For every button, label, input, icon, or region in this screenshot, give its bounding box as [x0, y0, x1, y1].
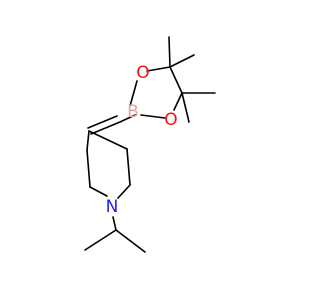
- bond-n-ch: [112, 216, 117, 231]
- bond-ring-n-left: [89, 186, 108, 197]
- bond-b-o-top: [129, 80, 138, 107]
- bond-ring-left-lower: [86, 149, 91, 188]
- bond-ch-methyl-left: [84, 229, 117, 251]
- bond-o-top-c1: [146, 66, 171, 72]
- bond-c1-c2: [169, 66, 183, 94]
- bond-b-o-bottom: [140, 114, 166, 119]
- bond-ch-methyl-right: [115, 229, 146, 253]
- bond-ring-left-c4: [86, 130, 90, 151]
- bond-c1-methyl-right: [169, 54, 195, 68]
- atom-nitrogen: N: [106, 197, 119, 217]
- bond-c1-methyl-up: [168, 36, 171, 68]
- molecule-diagram: B O O N: [84, 36, 216, 253]
- bond-vinyl-ch-b: [119, 114, 136, 123]
- molecule-structure: B O O N: [84, 36, 216, 253]
- bonds: [84, 36, 216, 253]
- atom-oxygen-bottom: O: [164, 110, 177, 130]
- bond-ring-right-lower: [126, 148, 131, 186]
- atom-boron: B: [127, 102, 139, 122]
- bond-ring-right-n: [117, 184, 131, 199]
- bond-c2-o-bottom: [173, 92, 183, 111]
- bond-ring-c4-right: [88, 130, 128, 150]
- bond-vinyl-double-a: [90, 121, 121, 135]
- bond-vinyl-double-b: [87, 115, 118, 129]
- atom-oxygen-top: O: [136, 63, 149, 83]
- bond-c2-methyl-down: [181, 92, 190, 123]
